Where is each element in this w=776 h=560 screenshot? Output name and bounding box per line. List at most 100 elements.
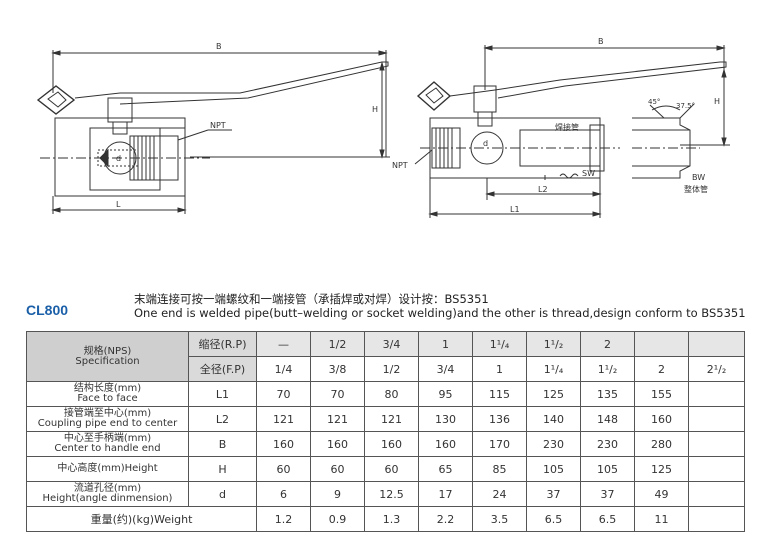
table-row: 中心至手柄端(mm)Center to handle end B 160 160… xyxy=(26,431,745,457)
table-cell: 125 xyxy=(526,381,581,407)
bw-zh-label: 整体管 xyxy=(684,184,708,194)
left-b-label: B xyxy=(216,42,222,51)
table-cell: 160 xyxy=(634,406,689,432)
table-cell: 140 xyxy=(526,406,581,432)
description-en: One end is welded pipe(butt–welding or s… xyxy=(134,306,746,320)
table-cell: 24 xyxy=(472,481,527,507)
weight-row: 重量(约)(kg)Weight 1.2 0.9 1.3 2.2 3.5 6.5 … xyxy=(26,506,745,532)
table-cell: 9 xyxy=(310,481,365,507)
row-label-zh: 中心至手柄端(mm) xyxy=(63,433,152,444)
rp-cell: 1 xyxy=(418,331,473,357)
table-cell: 125 xyxy=(634,456,689,482)
rp-cell: 1¹/₄ xyxy=(472,331,527,357)
table-cell: 130 xyxy=(418,406,473,432)
table-row: 流道孔径(mm)Height(angle dinmension) d 6 9 1… xyxy=(26,481,745,507)
table-cell: 49 xyxy=(634,481,689,507)
model-title: CL800 xyxy=(26,302,69,318)
row-label-en: Coupling pipe end to center xyxy=(37,418,178,429)
fp-cell: 1¹/₄ xyxy=(526,356,581,382)
table-cell: 70 xyxy=(256,381,311,407)
table-cell: 105 xyxy=(580,456,635,482)
row-symbol: H xyxy=(188,456,257,482)
fp-cell: 2¹/₂ xyxy=(688,356,745,382)
table-row: 接管端至中心(mm)Coupling pipe end to center L2… xyxy=(26,406,745,432)
table-cell: 11 xyxy=(634,506,689,532)
table-cell: 6.5 xyxy=(580,506,635,532)
row-symbol: L2 xyxy=(188,406,257,432)
fp-label: 全径(F.P) xyxy=(188,356,257,382)
right-npt-label: NPT xyxy=(392,161,408,170)
table-cell: 121 xyxy=(256,406,311,432)
table-cell: 3.5 xyxy=(472,506,527,532)
fp-cell: 3/4 xyxy=(418,356,473,382)
weight-label: 重量(约)(kg)Weight xyxy=(26,506,257,532)
right-d-label: d xyxy=(483,139,488,148)
row-label: 接管端至中心(mm)Coupling pipe end to center xyxy=(26,406,189,432)
rp-cell: 1¹/₂ xyxy=(526,331,581,357)
rp-cell: — xyxy=(256,331,311,357)
table-cell xyxy=(688,481,745,507)
rp-cell xyxy=(688,331,745,357)
fp-cell: 1 xyxy=(472,356,527,382)
description-zh: 末端连接可按一端螺纹和一端接管（承插焊或对焊）设计按：BS5351 xyxy=(134,292,489,306)
right-valve-drawing xyxy=(414,45,730,218)
fp-cell: 1/2 xyxy=(364,356,419,382)
row-label-en: Height(angle dinmension) xyxy=(42,493,173,504)
fp-row: 全径(F.P) 1/4 3/8 1/2 3/4 1 1¹/₄ 1¹/₂ 2 2¹… xyxy=(27,356,745,382)
table-cell: 135 xyxy=(580,381,635,407)
row-label-zh: 流道孔径(mm) xyxy=(73,483,142,494)
table-cell: 80 xyxy=(364,381,419,407)
table-cell: 6.5 xyxy=(526,506,581,532)
table-cell: 155 xyxy=(634,381,689,407)
table-cell xyxy=(688,506,745,532)
table-cell: 230 xyxy=(580,431,635,457)
right-b-label: B xyxy=(598,37,604,46)
fp-cell: 1¹/₂ xyxy=(580,356,635,382)
table-cell xyxy=(688,456,745,482)
rp-cell: 3/4 xyxy=(364,331,419,357)
table-row: 中心高度(mm)Height H 60 60 60 65 85 105 105 … xyxy=(26,456,745,482)
row-label: 流道孔径(mm)Height(angle dinmension) xyxy=(26,481,189,507)
table-cell: 37 xyxy=(526,481,581,507)
table-cell: 85 xyxy=(472,456,527,482)
row-label-zh: 接管端至中心(mm) xyxy=(63,408,152,419)
table-cell: 17 xyxy=(418,481,473,507)
left-npt-label: NPT xyxy=(210,121,226,130)
table-cell: 160 xyxy=(310,431,365,457)
row-symbol: B xyxy=(188,431,257,457)
rp-label: 缩径(R.P) xyxy=(188,331,257,357)
row-label: 结构长度(mm)Face to face xyxy=(26,381,189,407)
left-d-label: d xyxy=(116,154,121,163)
table-cell: 65 xyxy=(418,456,473,482)
table-cell: 121 xyxy=(364,406,419,432)
table-cell xyxy=(688,406,745,432)
spec-header-zh: 规格(NPS) xyxy=(83,345,132,357)
table-cell: 121 xyxy=(310,406,365,432)
table-cell: 95 xyxy=(418,381,473,407)
table-cell: 37 xyxy=(580,481,635,507)
row-label: 中心至手柄端(mm)Center to handle end xyxy=(26,431,189,457)
table-cell: 2.2 xyxy=(418,506,473,532)
row-label-zh: 中心高度(mm)Height xyxy=(57,463,158,474)
row-label: 中心高度(mm)Height xyxy=(26,456,189,482)
table-cell xyxy=(688,431,745,457)
table-cell: 1.2 xyxy=(256,506,311,532)
right-l2-label: L2 xyxy=(538,185,548,194)
table-cell: 60 xyxy=(364,456,419,482)
row-label-en: Center to handle end xyxy=(54,443,161,454)
table-cell: 160 xyxy=(364,431,419,457)
table-cell: 105 xyxy=(526,456,581,482)
right-weld-label: 焊接管 xyxy=(555,122,579,132)
table-cell: 160 xyxy=(256,431,311,457)
rp-cell: 2 xyxy=(580,331,635,357)
fp-cell: 1/4 xyxy=(256,356,311,382)
left-valve-drawing xyxy=(36,50,390,214)
angle-375-label: 37.5° xyxy=(676,102,695,110)
right-l1-label: L1 xyxy=(510,205,520,214)
table-cell: 230 xyxy=(526,431,581,457)
row-symbol: d xyxy=(188,481,257,507)
table-cell: 136 xyxy=(472,406,527,432)
fp-cell: 3/8 xyxy=(310,356,365,382)
row-label-zh: 结构长度(mm) xyxy=(73,383,142,394)
right-sw-label: SW xyxy=(582,169,595,178)
